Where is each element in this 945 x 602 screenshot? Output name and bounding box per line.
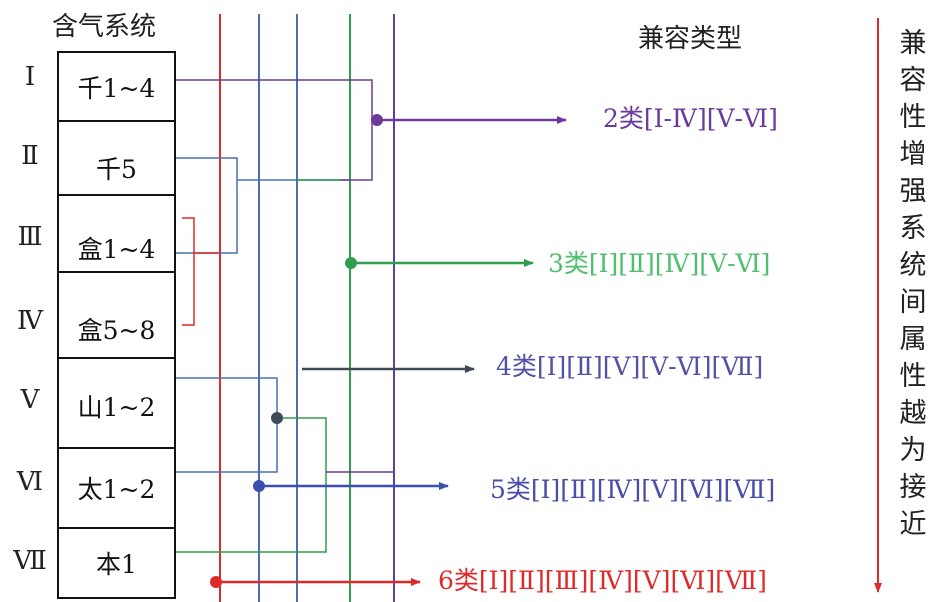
system-table-frame (57, 51, 176, 599)
roman-label: Ⅱ (21, 141, 39, 171)
right-title: 兼容类型 (638, 24, 743, 54)
side-note-char: 属 (899, 324, 927, 355)
type-label-2: 2类[Ⅰ-Ⅳ][Ⅴ-Ⅵ] (603, 104, 778, 133)
side-note-char: 系 (899, 213, 927, 244)
system-cell: 山1~2 (77, 393, 156, 422)
side-note-char: 为 (899, 435, 927, 466)
system-cell: 本1 (96, 550, 137, 579)
connector-v (175, 377, 278, 418)
side-note-char: 性 (899, 361, 927, 392)
roman-label: Ⅲ (17, 222, 43, 252)
side-note-char: 兼 (899, 28, 927, 59)
connector-ii-to-purple (340, 120, 373, 181)
type-label-6: 6类[Ⅰ][Ⅱ][Ⅲ][Ⅳ][Ⅴ][Ⅵ][Ⅶ] (438, 566, 767, 595)
connector-ii (175, 157, 238, 254)
system-cell: 盒1~4 (77, 234, 156, 264)
left-title: 含气系统 (52, 12, 157, 42)
system-cell: 盒5~8 (77, 316, 156, 345)
system-cell: 太1~2 (77, 475, 156, 504)
roman-label: Ⅵ (16, 467, 44, 497)
system-cell: 千5 (96, 155, 137, 184)
roman-label: Ⅰ (24, 62, 36, 92)
system-cell: 千1~4 (77, 73, 156, 103)
side-note-char: 接 (899, 472, 927, 503)
type-label-5: 5类[Ⅰ][Ⅱ][Ⅳ][Ⅴ][Ⅵ][Ⅶ] (490, 475, 776, 504)
connector-vi (175, 418, 278, 473)
side-note-char: 越 (899, 398, 927, 429)
junction-dot-dark (271, 412, 283, 424)
side-note-char: 增 (899, 139, 927, 170)
roman-label: Ⅳ (17, 306, 43, 336)
side-note-char: 容 (899, 65, 927, 96)
bracket-iii-iv (182, 217, 195, 326)
type-label-4: 4类[Ⅰ][Ⅱ][Ⅴ][Ⅴ-Ⅵ][Ⅶ] (496, 352, 764, 381)
connector-i (175, 79, 373, 120)
side-note-char: 间 (899, 287, 927, 318)
type-label-3: 3类[Ⅰ][Ⅱ][Ⅳ][Ⅴ-Ⅵ] (548, 249, 771, 278)
roman-label: Ⅴ (20, 385, 40, 415)
side-note-char: 统 (899, 250, 927, 281)
side-note-char: 强 (899, 176, 927, 207)
side-note-char: 性 (899, 102, 927, 133)
roman-label: Ⅶ (13, 546, 47, 576)
side-note-char: 近 (899, 509, 927, 540)
